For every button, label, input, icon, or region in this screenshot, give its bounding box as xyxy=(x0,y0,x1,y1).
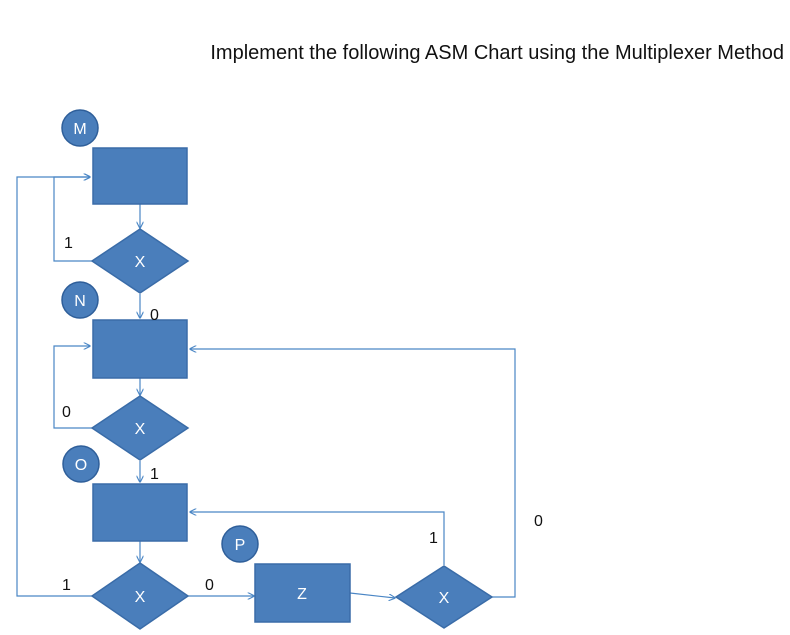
output-box-label: Z xyxy=(297,586,307,603)
edge-d4-true-to-o xyxy=(190,512,445,565)
state-circle-n: N xyxy=(61,281,99,319)
state-label: O xyxy=(75,457,87,474)
state-label: N xyxy=(74,293,86,310)
edge-label-d3-false: 0 xyxy=(205,577,214,594)
edge-d2-false-loop xyxy=(53,346,92,429)
page-title: Implement the following ASM Chart using … xyxy=(210,42,784,64)
state-box-m xyxy=(92,147,188,205)
edge-label-d4-true: 1 xyxy=(429,530,438,547)
state-box-n xyxy=(92,319,188,379)
connectors xyxy=(16,177,516,598)
edge-z-to-d4 xyxy=(349,592,395,598)
decision-label: X xyxy=(135,589,146,606)
state-circle-o: O xyxy=(62,445,100,483)
edge-label-d3-true: 1 xyxy=(62,577,71,594)
state-label: P xyxy=(235,537,246,554)
decision-diamond-4: X xyxy=(394,565,494,629)
decision-label: X xyxy=(135,254,146,271)
edge-d4-false-to-n xyxy=(190,349,516,598)
edge-label-d2-true: 1 xyxy=(150,466,159,483)
edge-label-d2-false: 0 xyxy=(62,404,71,421)
state-circle-m: M xyxy=(61,109,99,147)
decision-label: X xyxy=(439,590,450,607)
edge-label-d1-true: 1 xyxy=(64,235,73,252)
decision-diamond-1: X xyxy=(90,228,190,294)
edge-d3-true-to-m xyxy=(16,177,92,597)
output-box-z xyxy=(254,563,351,623)
decision-diamond-2: X xyxy=(90,395,190,461)
state-label: M xyxy=(73,121,86,138)
state-box-o xyxy=(92,483,188,542)
edge-d1-true-loop xyxy=(53,177,92,262)
state-circle-p: P xyxy=(221,525,259,563)
edge-label-d1-false: 0 xyxy=(150,307,159,324)
decision-diamond-3: X xyxy=(90,562,190,630)
decision-label: X xyxy=(135,421,146,438)
edge-label-d4-false: 0 xyxy=(534,513,543,530)
